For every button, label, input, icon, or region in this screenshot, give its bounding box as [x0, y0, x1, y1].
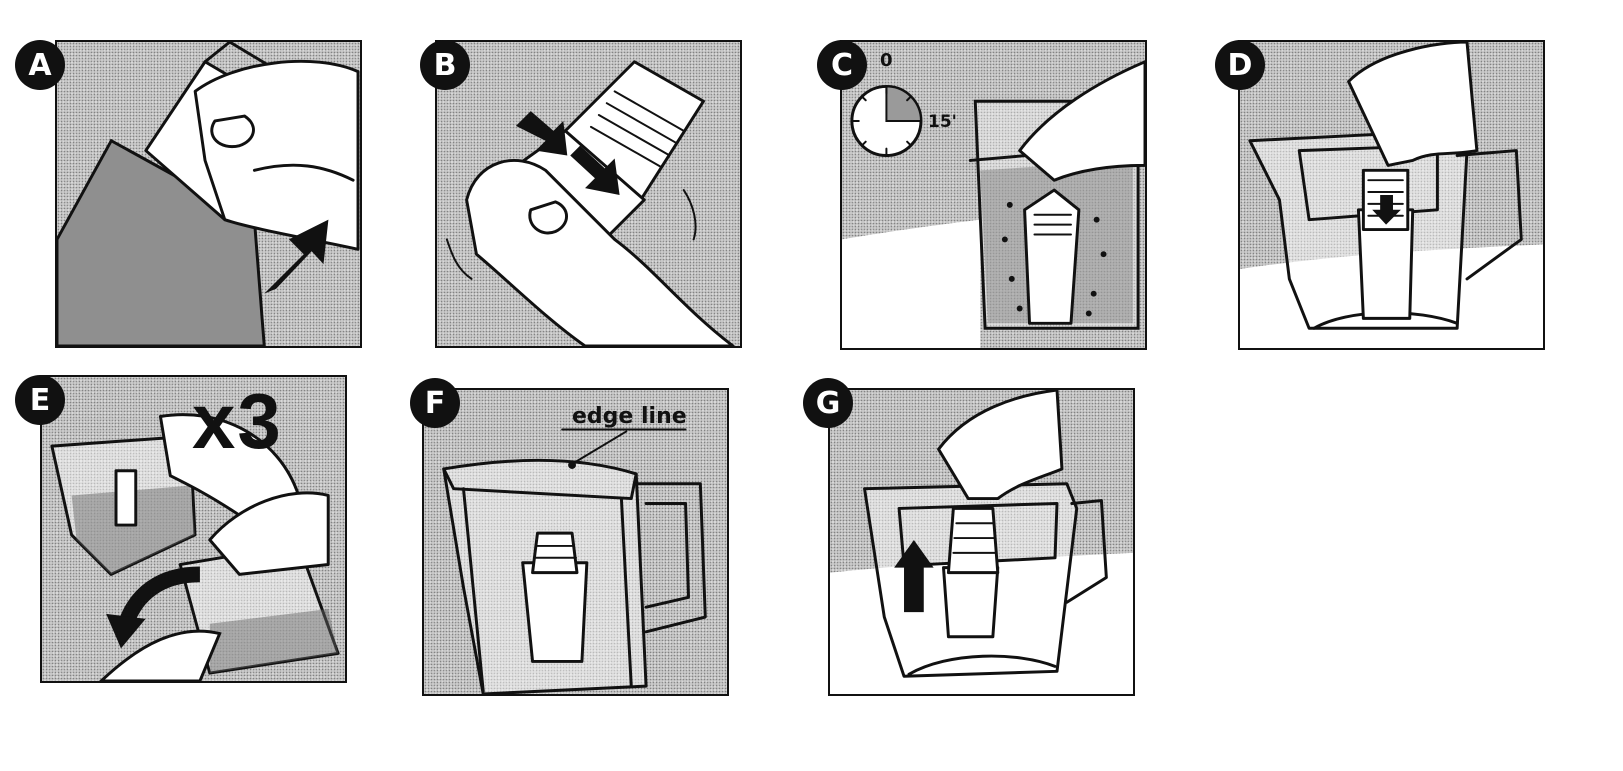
step-a-illustration [57, 42, 360, 346]
edge-line-label: edge line [572, 404, 687, 429]
step-f-panel: edge line [422, 388, 729, 696]
step-f-badge: F [410, 378, 460, 428]
step-g-illustration [830, 390, 1133, 694]
step-g-badge: G [803, 378, 853, 428]
step-c-panel: 0 15' [840, 40, 1147, 350]
step-c-illustration [842, 60, 1145, 348]
step-b-badge: B [420, 40, 470, 90]
timer-end-label: 15' [928, 112, 957, 132]
rotate-arrow-icon [106, 566, 201, 649]
arrow-diagonal-icon [515, 111, 620, 195]
step-b-illustration [445, 60, 735, 346]
step-e-illustration [50, 413, 340, 681]
timer-icon [850, 84, 923, 158]
step-a-badge: A [15, 40, 65, 90]
step-e-badge: E [15, 375, 65, 425]
step-d-badge: D [1215, 40, 1265, 90]
step-d-panel [1238, 40, 1545, 350]
step-c-badge: C [817, 40, 867, 90]
step-d-illustration [1240, 42, 1543, 348]
step-b-panel [435, 40, 742, 348]
step-e-panel: x3 [40, 375, 347, 683]
timer-start-label: 0 [880, 50, 893, 71]
step-g-panel [828, 388, 1135, 696]
step-f-illustration [442, 428, 707, 694]
arrow-up-icon [894, 540, 934, 613]
step-a-panel [55, 40, 362, 348]
repeat-count-label: x3 [192, 377, 283, 465]
arrow-down-icon [1372, 195, 1401, 225]
arrow-up-icon [264, 219, 329, 294]
